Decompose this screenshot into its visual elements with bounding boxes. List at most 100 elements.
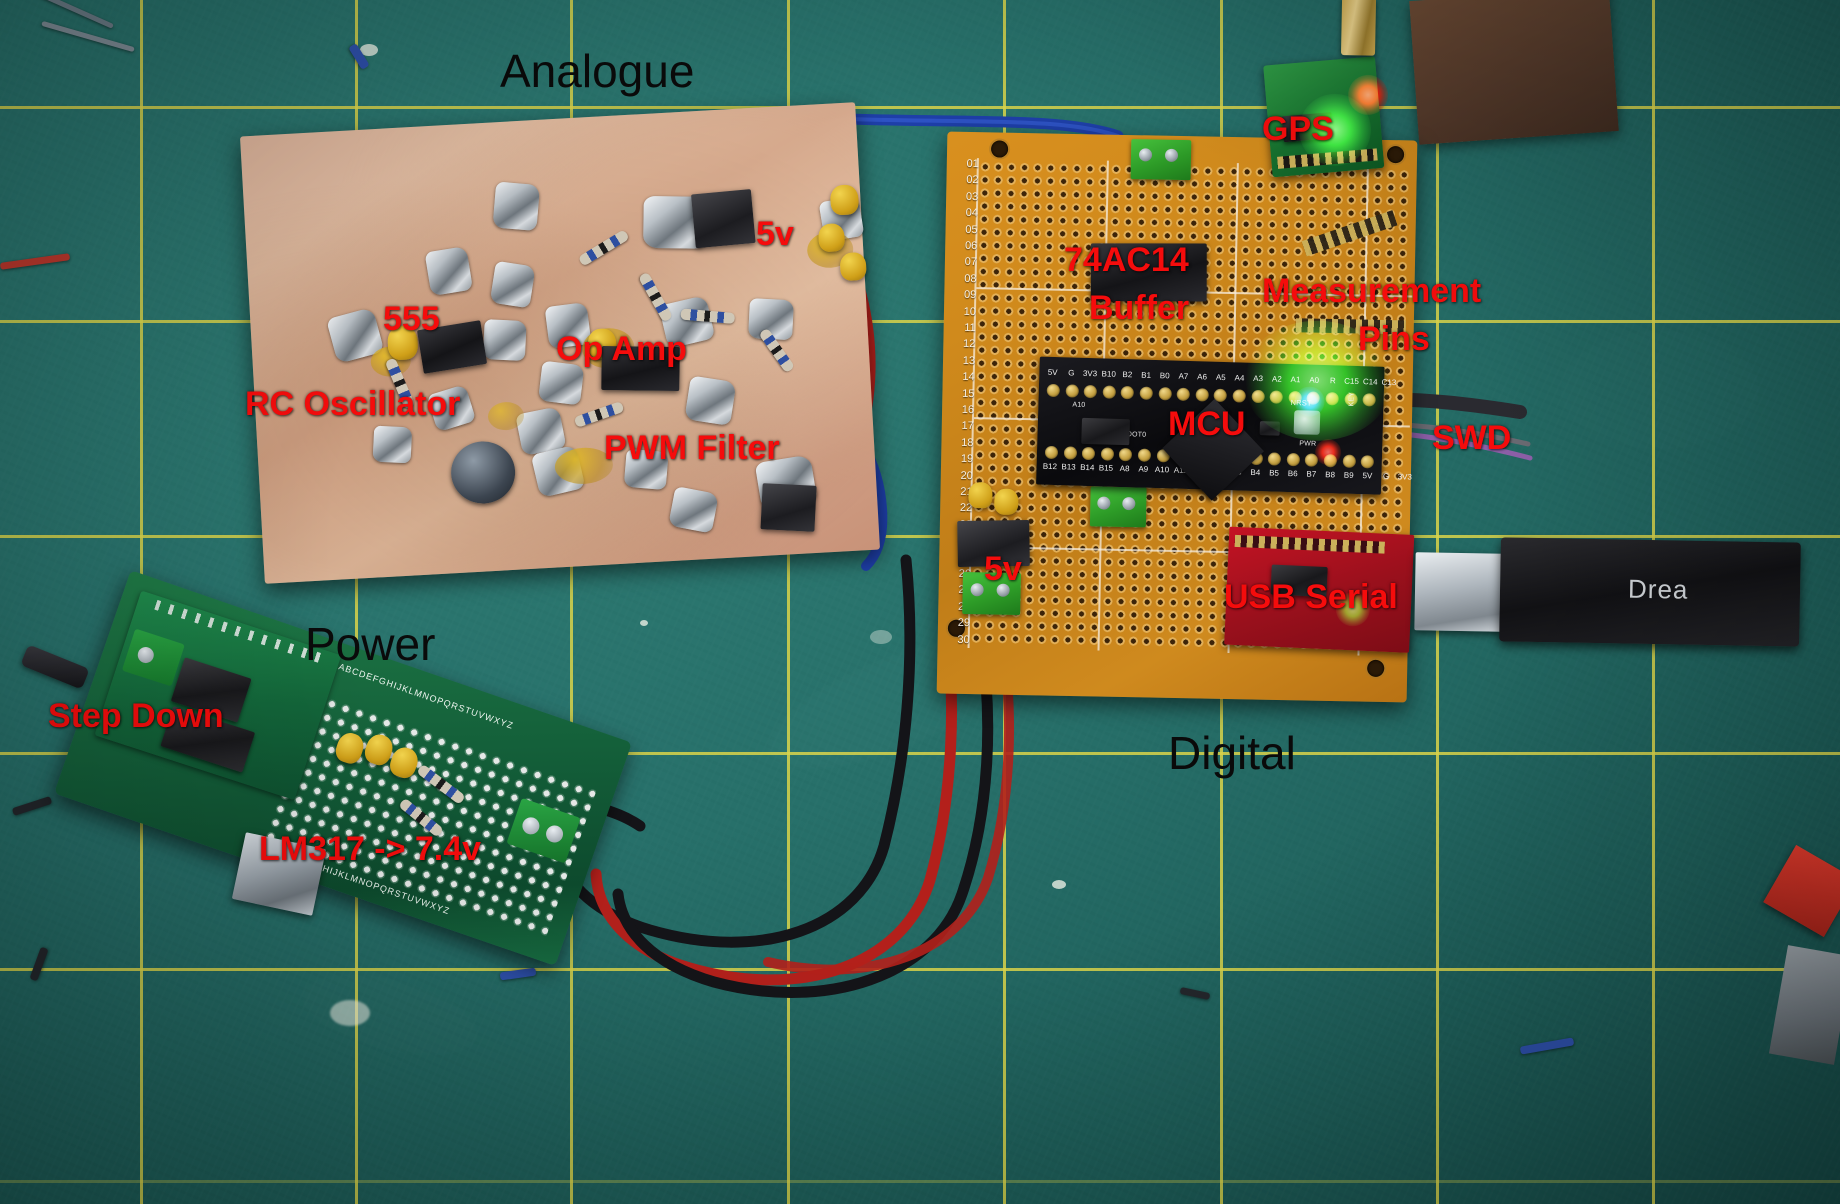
mcu-pin-label: A7 bbox=[1178, 371, 1189, 381]
ceramic-capacitor bbox=[839, 251, 867, 282]
mcu-pin-label: A9 bbox=[1138, 464, 1149, 474]
ceramic-capacitor bbox=[968, 482, 993, 509]
annotation-step-down: Step Down bbox=[48, 697, 224, 735]
mat-gridline-h bbox=[0, 968, 1840, 971]
terminal-block-mid bbox=[1089, 486, 1147, 528]
terminal-screw bbox=[1138, 148, 1153, 162]
header-pin[interactable] bbox=[1176, 387, 1191, 402]
terminal-screw bbox=[1122, 496, 1136, 511]
header-pin[interactable] bbox=[1065, 384, 1079, 398]
perfboard-row-number: 15 bbox=[962, 387, 975, 400]
mcu-pin-label: G bbox=[1382, 471, 1390, 481]
header-pin[interactable] bbox=[1120, 385, 1135, 400]
mcu-pin-label: B8 bbox=[1325, 470, 1336, 480]
perfboard-row-number: 16 bbox=[961, 403, 975, 417]
pwr-label: PWR bbox=[1299, 440, 1317, 448]
mcu-pin-label: B7 bbox=[1306, 469, 1317, 479]
dust-speck bbox=[1052, 880, 1066, 889]
perfboard-row-number: 10 bbox=[963, 305, 977, 318]
terminal-screw bbox=[135, 644, 156, 666]
terminal-screw bbox=[520, 815, 542, 837]
ceramic-capacitor bbox=[829, 184, 860, 216]
perfboard-row-number: 11 bbox=[964, 321, 976, 335]
header-pin[interactable] bbox=[1081, 446, 1096, 461]
dust-speck bbox=[640, 620, 648, 626]
mcu-pin-label: B9 bbox=[1343, 470, 1354, 480]
solder-pad bbox=[482, 319, 527, 362]
mat-gridline-h bbox=[0, 535, 1840, 538]
perfboard-row-number: 19 bbox=[960, 453, 974, 466]
perfboard-row-number: 12 bbox=[962, 338, 976, 351]
mounting-hole bbox=[990, 140, 1009, 158]
perfboard-row-number: 07 bbox=[964, 256, 978, 269]
header-pin[interactable] bbox=[1158, 387, 1172, 401]
solder-pad bbox=[492, 181, 541, 231]
mcu-pin-label: A8 bbox=[1119, 463, 1130, 474]
mcu-pin-label: B15 bbox=[1098, 463, 1114, 473]
mcu-pin-label: B6 bbox=[1287, 468, 1298, 479]
header-pin[interactable] bbox=[1267, 452, 1282, 466]
header-pin[interactable] bbox=[1046, 383, 1061, 398]
terminal-block-top bbox=[1130, 139, 1192, 181]
terminal-screw bbox=[1164, 148, 1179, 162]
annotation-pwm-filter: PWM Filter bbox=[604, 429, 780, 467]
usb-connector-shell bbox=[1414, 552, 1506, 632]
mcu-pin-label: A6 bbox=[1197, 372, 1208, 382]
mat-gridline-v bbox=[355, 0, 358, 1204]
perfboard-row-number: 29 bbox=[957, 617, 971, 630]
mounting-hole bbox=[1367, 659, 1385, 678]
header-pin[interactable] bbox=[1286, 452, 1300, 467]
perfboard-row-number: 02 bbox=[966, 174, 979, 187]
header-pin[interactable] bbox=[1100, 447, 1114, 461]
header-pin[interactable] bbox=[1044, 445, 1059, 460]
transistor bbox=[760, 483, 817, 532]
header-pin[interactable] bbox=[1102, 385, 1116, 399]
header-pin[interactable] bbox=[1342, 454, 1356, 468]
mcu-pin-label: B0 bbox=[1159, 371, 1170, 381]
mcu-pin-label: B10 bbox=[1101, 369, 1116, 379]
usb-flash-drive: Drea bbox=[1499, 537, 1801, 647]
solder-pad bbox=[424, 246, 474, 297]
header-pin[interactable] bbox=[1063, 446, 1077, 460]
sma-antenna-connector bbox=[1340, 0, 1377, 56]
perfboard-row-number: 08 bbox=[964, 272, 977, 285]
perfboard-row-number: 06 bbox=[964, 239, 978, 253]
perfboard-row-number: 14 bbox=[962, 371, 975, 384]
mcu-pin-label: 5V bbox=[1047, 367, 1058, 378]
usb-serial-header bbox=[1234, 534, 1385, 554]
solder-pad bbox=[372, 425, 413, 464]
solder-pad bbox=[668, 486, 719, 534]
mcu-pin-label: B1 bbox=[1141, 370, 1152, 380]
mat-gridline-h bbox=[0, 1180, 1840, 1183]
header-pin[interactable] bbox=[1195, 388, 1209, 402]
header-pin[interactable] bbox=[1083, 384, 1098, 399]
terminal-screw bbox=[1097, 496, 1111, 510]
wood-block bbox=[1409, 0, 1619, 145]
dust-speck bbox=[360, 44, 378, 56]
header-pin[interactable] bbox=[1360, 455, 1375, 469]
annotation-usb-serial: USB Serial bbox=[1224, 578, 1398, 616]
perfboard-row-number: 13 bbox=[962, 354, 976, 367]
perfboard-row-number: 03 bbox=[965, 190, 979, 203]
perfboard-row-number: 01 bbox=[966, 157, 979, 171]
header-pin[interactable] bbox=[1137, 448, 1152, 462]
perfboard-row-number: 04 bbox=[965, 207, 978, 220]
annotation-digital: Digital bbox=[1168, 727, 1296, 779]
header-pin[interactable] bbox=[1119, 447, 1133, 462]
annotation-gps: GPS bbox=[1262, 110, 1334, 148]
mat-gridline-h bbox=[0, 106, 1840, 109]
annotation-swd: SWD bbox=[1432, 419, 1512, 457]
mcu-pin-label: B14 bbox=[1080, 462, 1095, 473]
header-pin[interactable] bbox=[1139, 386, 1153, 400]
mcu-pin-label: A5 bbox=[1215, 372, 1226, 383]
terminal-screw bbox=[543, 823, 566, 845]
mcu-pin-label: B2 bbox=[1122, 370, 1133, 380]
smd-component bbox=[1081, 417, 1130, 446]
mcu-pin-label: 3V3 bbox=[1082, 368, 1098, 379]
perfboard-row-number: 18 bbox=[961, 436, 974, 449]
solder-pad bbox=[684, 375, 737, 426]
solder-blob-stray bbox=[330, 1000, 370, 1026]
mcu-pin-label: B5 bbox=[1269, 468, 1280, 478]
mat-scuff bbox=[1560, 330, 1760, 450]
